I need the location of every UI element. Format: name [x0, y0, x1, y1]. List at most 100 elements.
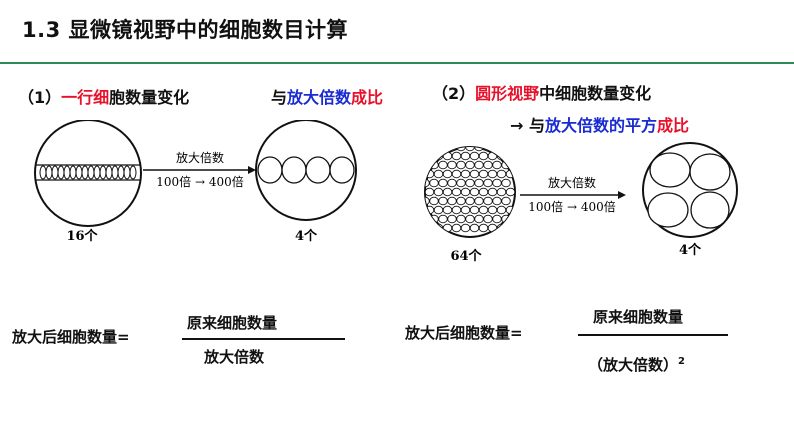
- cell: [451, 151, 462, 161]
- cell: [425, 223, 435, 233]
- cell: [442, 205, 453, 215]
- part2-relation-arrow: →: [510, 116, 524, 135]
- cell: [329, 156, 355, 184]
- cell: [483, 196, 493, 206]
- part1-diagram: 放大倍数 100倍 → 400倍 16个 4个: [34, 120, 357, 244]
- part2-arrow-top: 放大倍数: [548, 175, 596, 190]
- cell: [689, 153, 731, 191]
- cell: [447, 196, 457, 206]
- cell: [438, 147, 448, 152]
- cell: [69, 165, 77, 180]
- cell: [39, 165, 47, 180]
- cell: [451, 187, 462, 197]
- formula1-fraction-bar: [182, 338, 345, 340]
- part2-relation-red: 成比: [657, 116, 690, 135]
- cell: [469, 187, 480, 197]
- cell: [469, 205, 480, 215]
- cell: [442, 151, 453, 161]
- cell: [474, 196, 484, 206]
- cell: [483, 160, 493, 170]
- cell: [433, 205, 444, 215]
- cell: [425, 214, 430, 224]
- part2-right-count: 4个: [679, 242, 702, 258]
- part2-arrow-bottom: 100倍 → 400倍: [528, 199, 616, 214]
- cell: [93, 165, 101, 180]
- cell: [474, 160, 484, 170]
- formula1-lhs: 放大后细胞数量=: [12, 328, 130, 346]
- part2-diagram: 放大倍数 100倍 → 400倍 64个 4个: [424, 142, 738, 264]
- part1-relation: 与放大倍数成比: [271, 84, 383, 108]
- cell: [478, 187, 489, 197]
- cell: [492, 178, 502, 188]
- cell: [57, 165, 65, 180]
- cell: [483, 178, 493, 188]
- cell: [469, 151, 480, 161]
- cell: [501, 147, 511, 152]
- cell: [465, 214, 475, 224]
- cell: [478, 151, 489, 161]
- part2-index: （2）: [432, 84, 476, 103]
- part2-left-count: 64个: [450, 248, 482, 264]
- cell: [63, 165, 71, 180]
- cell: [456, 196, 466, 206]
- part1-index: （1）: [18, 88, 62, 107]
- cell: [75, 165, 83, 180]
- cell: [487, 151, 498, 161]
- title-divider: [0, 62, 794, 64]
- cell: [438, 214, 448, 224]
- cell: [469, 169, 480, 179]
- part1-arrow-top: 放大倍数: [176, 150, 224, 165]
- cell: [492, 147, 502, 152]
- cell: [460, 151, 471, 161]
- part1-relation-prefix: 与: [271, 88, 288, 107]
- part1-relation-blue: 放大倍数: [287, 88, 352, 107]
- cell: [447, 147, 457, 152]
- cell: [447, 214, 457, 224]
- cell: [456, 160, 466, 170]
- cell: [469, 223, 480, 233]
- cell: [487, 205, 498, 215]
- cell: [505, 187, 515, 197]
- part1-right-count: 4个: [295, 228, 318, 244]
- cell: [425, 187, 435, 197]
- formula2-numerator: 原来细胞数量: [593, 308, 684, 326]
- cell: [257, 156, 283, 184]
- cell: [99, 165, 107, 180]
- cell: [456, 178, 466, 188]
- cell: [492, 214, 502, 224]
- cell: [492, 160, 502, 170]
- cell: [433, 187, 444, 197]
- cell: [425, 147, 430, 152]
- cell: [496, 169, 507, 179]
- part1-heading-red: 一行细: [61, 88, 110, 107]
- cell: [51, 165, 59, 180]
- cell: [647, 192, 689, 228]
- formula2-denominator: （放大倍数）2: [588, 354, 685, 375]
- cell: [474, 214, 484, 224]
- part1-heading: （1）一行细胞数量变化: [18, 84, 189, 108]
- cell: [492, 196, 502, 206]
- cell: [438, 160, 448, 170]
- cell: [487, 187, 498, 197]
- part1-left-cells: [39, 165, 137, 180]
- part2-heading: （2）圆形视野中细胞数量变化: [432, 80, 651, 104]
- part1-left-count: 16个: [66, 228, 98, 244]
- cell: [649, 152, 691, 188]
- cell: [81, 165, 89, 180]
- cell: [501, 178, 511, 188]
- cell: [45, 165, 53, 180]
- cell: [465, 147, 475, 152]
- formula1-denominator: 放大倍数: [204, 348, 265, 366]
- part2-arrow-head: [618, 191, 626, 199]
- cell: [505, 223, 515, 233]
- cell: [438, 178, 448, 188]
- cell: [451, 223, 462, 233]
- part2-heading-red: 圆形视野: [475, 84, 540, 103]
- part2-heading-black: 中细胞数量变化: [539, 84, 652, 103]
- cell: [487, 169, 498, 179]
- cell: [501, 196, 511, 206]
- cell: [438, 196, 448, 206]
- cell: [451, 169, 462, 179]
- cell: [690, 191, 730, 229]
- page-title: 1.3 显微镜视野中的细胞数目计算: [22, 18, 349, 42]
